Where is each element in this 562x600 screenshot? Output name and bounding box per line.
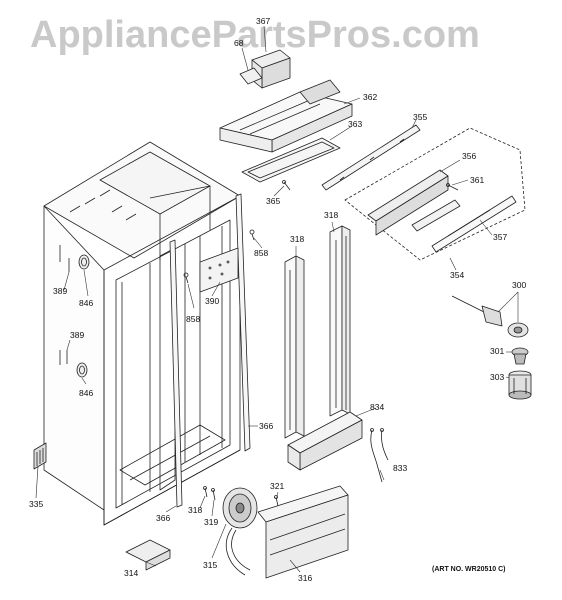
callout-356: 356: [462, 151, 477, 161]
screw-321: [274, 495, 279, 507]
watermark-text: AppliancePartsPros.com: [30, 14, 480, 56]
screw-858-a: [249, 229, 255, 241]
group-outline-354: [344, 127, 526, 261]
fan-315: [222, 487, 258, 576]
callout-315: 315: [203, 560, 218, 570]
callout-321: 321: [270, 481, 285, 491]
callout-365: 365: [266, 196, 281, 206]
adapter-301: [511, 347, 529, 365]
grille-335: [33, 442, 47, 470]
callout-318-bottom: 318: [188, 505, 203, 515]
screw-318-bottom: [203, 486, 208, 498]
callout-314: 314: [124, 568, 139, 578]
callout-834: 834: [370, 402, 385, 412]
callout-303: 303: [490, 372, 505, 382]
part-68: [239, 67, 263, 85]
screw-858-b: [183, 272, 189, 284]
plate-390: [199, 247, 239, 293]
clip-361: [446, 183, 459, 191]
callout-361: 361: [470, 175, 485, 185]
callout-319: 319: [204, 517, 219, 527]
art-number: (ART NO. WR20510 C): [432, 566, 506, 573]
callout-316: 316: [298, 573, 313, 583]
screw-319: [211, 488, 216, 501]
cover-362: [219, 79, 353, 153]
harness-833: [370, 428, 389, 483]
duct-318-right: [329, 225, 351, 417]
leader-lines: [35, 25, 519, 573]
rail-355: [321, 124, 421, 191]
callout-355: 355: [413, 112, 428, 122]
callout-366-right: 366: [259, 421, 274, 431]
callout-300: 300: [512, 280, 527, 290]
cabinet-case: [43, 141, 241, 526]
callout-846-lower: 846: [79, 388, 94, 398]
callout-858-b: 858: [186, 314, 201, 324]
plug-846-upper: [78, 254, 90, 270]
trim-366-left: [169, 239, 183, 508]
callout-318-right-duct: 318: [324, 210, 339, 220]
callout-858-a: 858: [254, 248, 269, 258]
duct-base-834: [287, 411, 363, 471]
grille-316: [257, 485, 349, 579]
callout-833: 833: [393, 463, 408, 473]
bracket-356: [367, 169, 449, 236]
callout-390: 390: [205, 296, 220, 306]
housing-357: [411, 195, 517, 253]
callout-354: 354: [450, 270, 465, 280]
trim-366-right: [235, 193, 251, 452]
filter-363: [241, 137, 341, 183]
bracket-367: [251, 49, 291, 89]
callout-363: 363: [348, 119, 363, 129]
screw-365: [282, 180, 291, 191]
callout-362: 362: [363, 92, 378, 102]
callout-846-upper: 846: [79, 298, 94, 308]
bracket-314: [125, 539, 171, 571]
valve-300: [451, 295, 529, 338]
callout-318-left-duct: 318: [290, 234, 305, 244]
plug-846-lower: [76, 362, 88, 378]
callout-335: 335: [29, 499, 44, 509]
callout-357: 357: [493, 232, 508, 242]
callout-389-lower: 389: [70, 330, 85, 340]
callout-301: 301: [490, 346, 505, 356]
filter-303: [508, 370, 532, 400]
duct-318-left: [284, 255, 305, 439]
callout-366-left: 366: [156, 513, 171, 523]
callout-68: 68: [234, 38, 244, 48]
callout-367: 367: [256, 16, 271, 26]
callout-389-upper: 389: [53, 286, 68, 296]
